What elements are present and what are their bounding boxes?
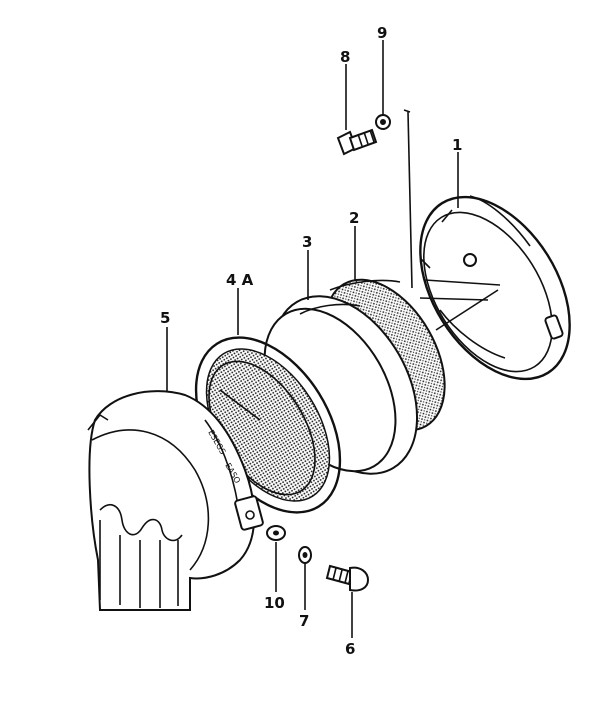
headlight-rim bbox=[419, 195, 571, 381]
label-part-6: 6 bbox=[345, 640, 355, 658]
label-part-8: 8 bbox=[340, 48, 350, 66]
headlight-housing: ESEGS EASO bbox=[87, 390, 264, 611]
label-part-1: 1 bbox=[452, 136, 462, 154]
label-part-7: 7 bbox=[299, 612, 309, 630]
screw-top bbox=[336, 128, 378, 156]
washer bbox=[266, 525, 286, 541]
label-part-2: 2 bbox=[349, 209, 359, 227]
leader-lines bbox=[166, 40, 459, 638]
screw-bottom bbox=[325, 564, 370, 592]
label-part-9: 9 bbox=[377, 24, 387, 42]
nut-bottom bbox=[298, 546, 312, 564]
label-part-10: 10 bbox=[264, 594, 285, 612]
guide-line-9 bbox=[403, 109, 413, 289]
label-part-4a: 4 A bbox=[226, 271, 254, 289]
label-part-3: 3 bbox=[302, 233, 312, 251]
label-part-5: 5 bbox=[160, 309, 170, 327]
nut-top bbox=[375, 114, 391, 130]
